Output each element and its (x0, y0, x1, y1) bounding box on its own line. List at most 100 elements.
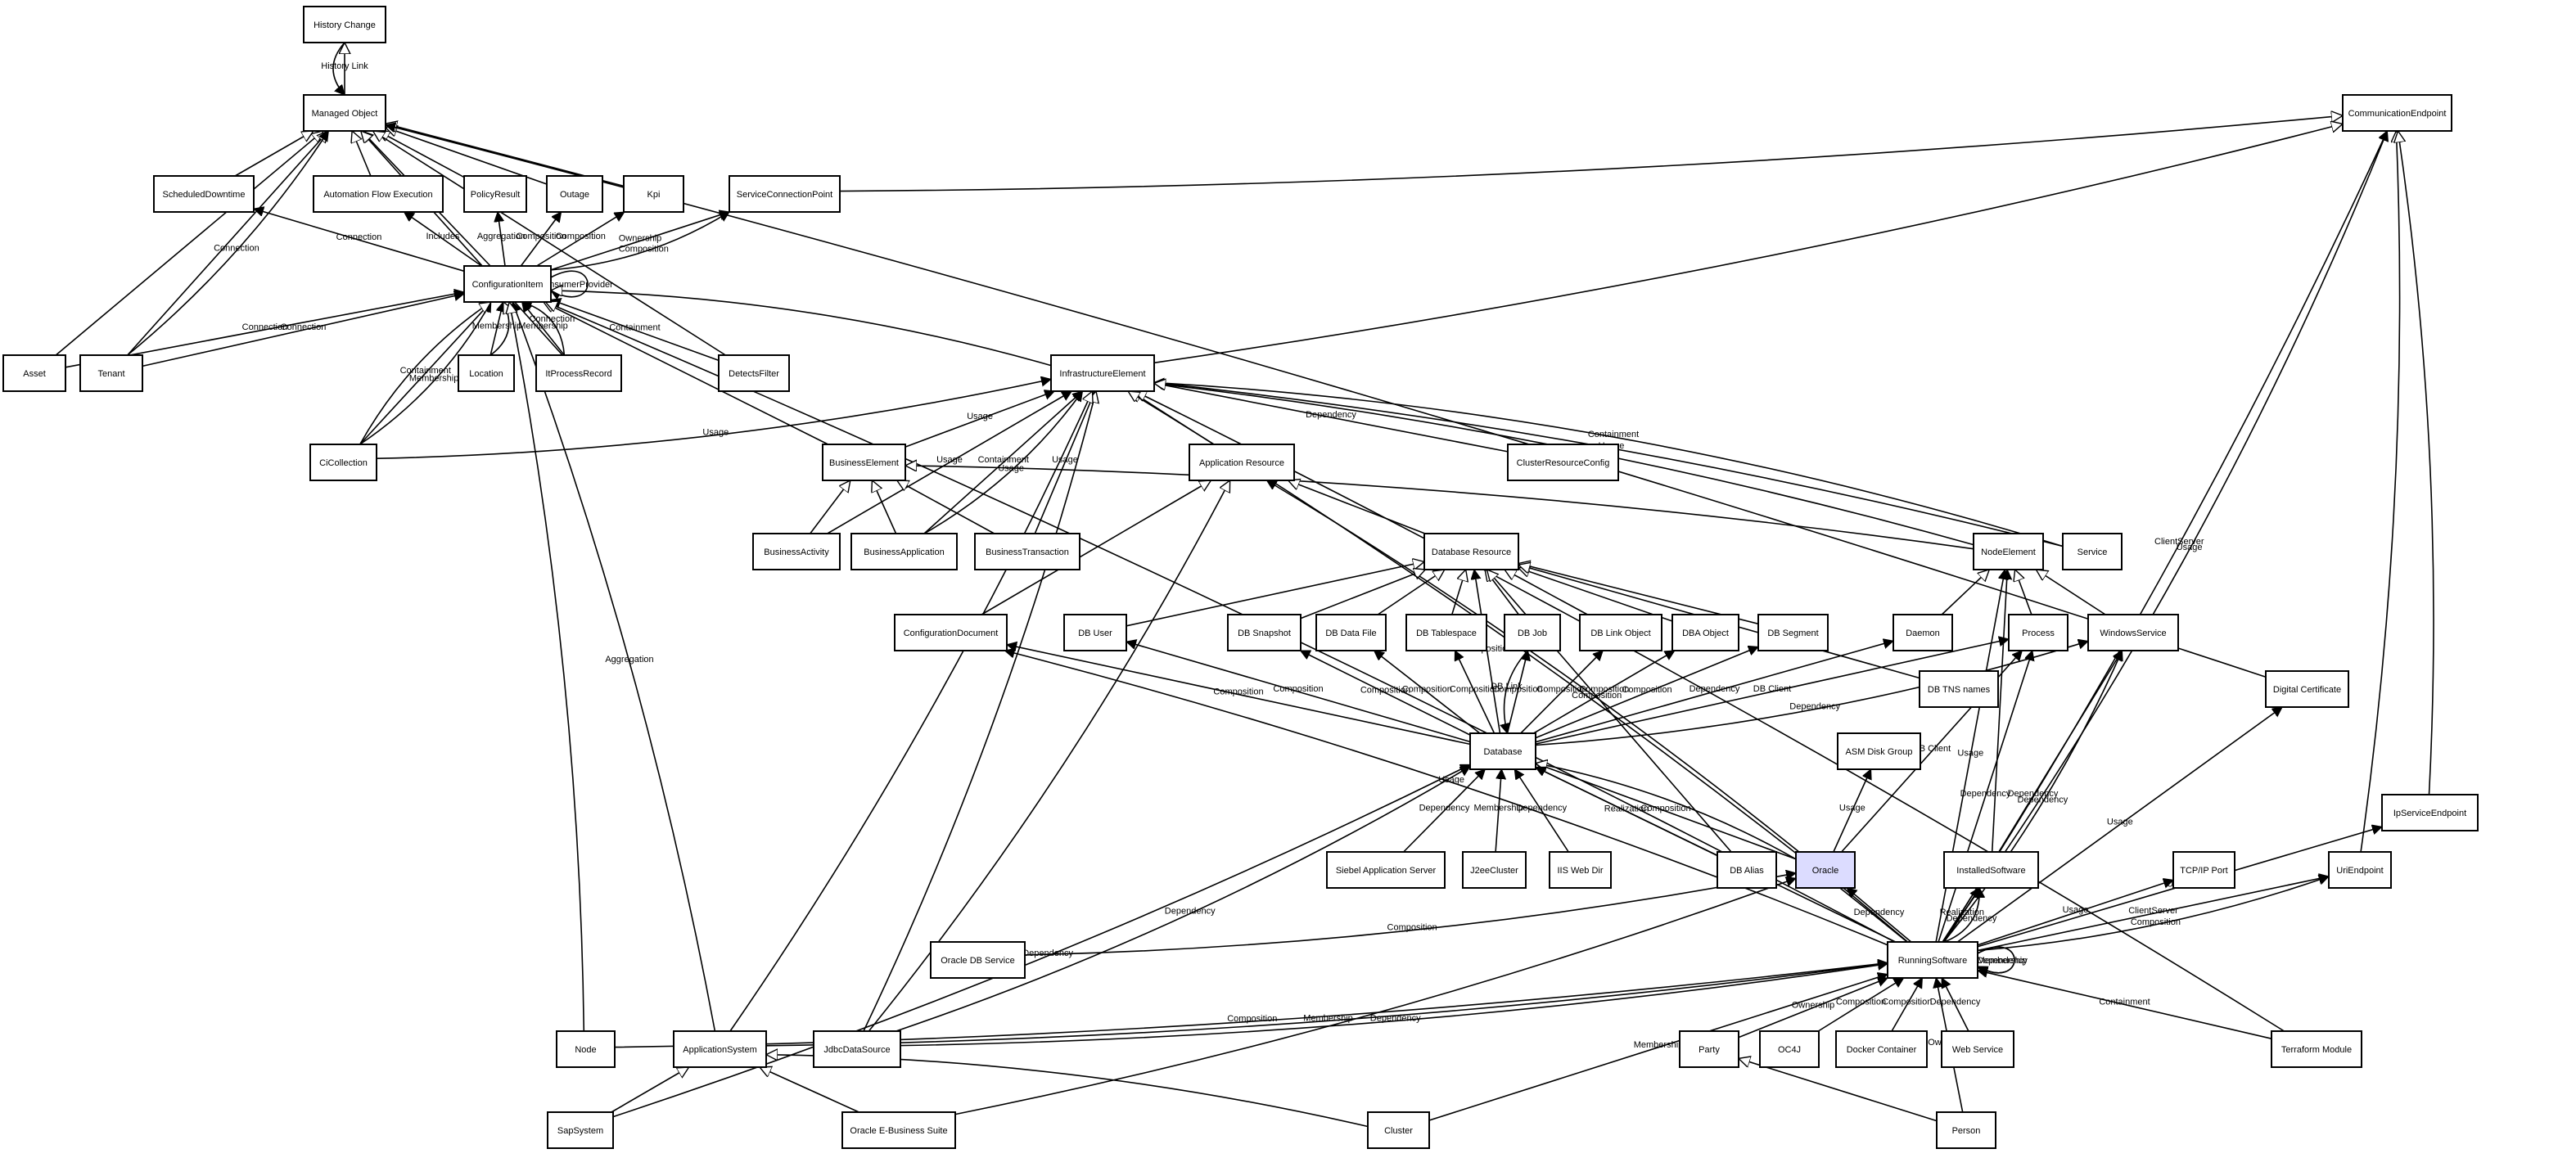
node-it-process-record[interactable]: ItProcessRecord (535, 354, 622, 392)
node-tcpip-port[interactable]: TCP/IP Port (2172, 851, 2235, 889)
node-db-alias[interactable]: DB Alias (1717, 851, 1777, 889)
node-cluster-resource-config[interactable]: ClusterResourceConfig (1507, 444, 1619, 481)
node-siebel-application-server[interactable]: Siebel Application Server (1326, 851, 1446, 889)
node-oc4j[interactable]: OC4J (1759, 1030, 1820, 1068)
edge-windows-service-to-node-element (2036, 570, 2106, 615)
node-label: DB User (1078, 629, 1112, 638)
edge-running-software-to-uri-endpoint (1977, 876, 2329, 952)
node-configuration-item[interactable]: ConfigurationItem (463, 265, 552, 303)
node-label: ClusterResourceConfig (1517, 458, 1610, 468)
node-oracle-db-service[interactable]: Oracle DB Service (930, 941, 1026, 979)
node-label: DB TNS names (1928, 685, 1991, 695)
node-db-tns-names[interactable]: DB TNS names (1919, 670, 1999, 708)
node-box (1063, 614, 1127, 651)
edge-configuration-item-to-outage (520, 212, 561, 267)
node-db-job[interactable]: DB Job (1504, 614, 1561, 651)
edge-label: DB Client (1913, 744, 1951, 754)
node-service[interactable]: Service (2062, 533, 2123, 570)
node-managed-object[interactable]: Managed Object (303, 94, 386, 132)
edge-label: Membership (472, 322, 522, 331)
node-box (153, 175, 255, 213)
node-kpi[interactable]: Kpi (623, 175, 684, 213)
node-daemon[interactable]: Daemon (1893, 614, 1953, 651)
node-docker-container[interactable]: Docker Container (1835, 1030, 1928, 1068)
node-terraform-module[interactable]: Terraform Module (2271, 1030, 2362, 1068)
node-windows-service[interactable]: WindowsService (2087, 614, 2179, 651)
node-db-segment[interactable]: DB Segment (1757, 614, 1829, 651)
node-iis-web-dir[interactable]: IIS Web Dir (1549, 851, 1612, 889)
edge-running-software-to-oracle (1847, 888, 1912, 943)
edge-label: Containment (2099, 998, 2150, 1007)
node-infrastructure-element[interactable]: InfrastructureElement (1050, 354, 1155, 392)
edge-node-to-configuration-item (509, 302, 585, 1032)
node-ci-collection[interactable]: CiCollection (309, 444, 377, 481)
node-history-change[interactable]: History Change (303, 6, 386, 43)
node-db-data-file[interactable]: DB Data File (1315, 614, 1387, 651)
node-detects-filter[interactable]: DetectsFilter (718, 354, 790, 392)
node-application-resource[interactable]: Application Resource (1189, 444, 1295, 481)
node-location[interactable]: Location (458, 354, 515, 392)
node-web-service[interactable]: Web Service (1941, 1030, 2014, 1068)
node-party[interactable]: Party (1679, 1030, 1739, 1068)
node-db-snapshot[interactable]: DB Snapshot (1227, 614, 1302, 651)
node-label: BusinessElement (829, 458, 899, 468)
node-db-user[interactable]: DB User (1063, 614, 1127, 651)
node-box (303, 94, 386, 132)
edge-siebel-application-server-to-database (1403, 769, 1486, 853)
edge-terraform-module-to-running-software (1978, 971, 2272, 1039)
node-installed-software[interactable]: InstalledSoftware (1943, 851, 2039, 889)
node-application-system[interactable]: ApplicationSystem (673, 1030, 767, 1068)
node-running-software[interactable]: RunningSoftware (1887, 941, 1978, 979)
node-policy-result[interactable]: PolicyResult (463, 175, 527, 213)
node-uri-endpoint[interactable]: UriEndpoint (2328, 851, 2392, 889)
edge-service-connection-point-to-communication-endpoint (839, 115, 2343, 192)
edge-label: Composition (1572, 691, 1622, 701)
node-database-resource[interactable]: Database Resource (1423, 533, 1519, 570)
node-j2ee-cluster[interactable]: J2eeCluster (1462, 851, 1527, 889)
node-dba-object[interactable]: DBA Object (1671, 614, 1739, 651)
node-asm-disk-group[interactable]: ASM Disk Group (1837, 732, 1921, 770)
edge-ci-collection-to-configuration-item (359, 302, 491, 445)
edge-running-software-to-process (1938, 651, 2032, 943)
node-business-activity[interactable]: BusinessActivity (752, 533, 841, 570)
edge-ci-collection-to-infrastructure-element (376, 379, 1051, 459)
node-business-element[interactable]: BusinessElement (822, 444, 906, 481)
node-label: InfrastructureElement (1059, 369, 1145, 379)
node-node-element[interactable]: NodeElement (1973, 533, 2044, 570)
node-oracle[interactable]: Oracle (1795, 851, 1856, 889)
node-label: DB Data File (1325, 629, 1376, 638)
node-business-transaction[interactable]: BusinessTransaction (974, 533, 1080, 570)
node-service-connection-point[interactable]: ServiceConnectionPoint (729, 175, 841, 213)
node-process[interactable]: Process (2008, 614, 2068, 651)
edge-oracle-e-business-suite-to-oracle (954, 878, 1796, 1115)
node-node[interactable]: Node (556, 1030, 616, 1068)
node-db-tablespace[interactable]: DB Tablespace (1405, 614, 1487, 651)
node-business-application[interactable]: BusinessApplication (850, 533, 958, 570)
node-cluster[interactable]: Cluster (1367, 1111, 1430, 1149)
edge-label: Containment (978, 455, 1029, 465)
node-database[interactable]: Database (1469, 732, 1536, 770)
node-label: Node (575, 1045, 596, 1055)
node-db-link-object[interactable]: DB Link Object (1579, 614, 1662, 651)
edge-db-alias-to-database-resource (1487, 570, 1732, 853)
node-automation-flow-execution[interactable]: Automation Flow Execution (313, 175, 444, 213)
node-ip-service-endpoint[interactable]: IpServiceEndpoint (2381, 794, 2479, 831)
node-communication-endpoint[interactable]: CommunicationEndpoint (2342, 94, 2452, 132)
node-asset[interactable]: Asset (2, 354, 66, 392)
node-oracle-e-business-suite[interactable]: Oracle E-Business Suite (841, 1111, 956, 1149)
edge-database-to-db-link-object (1520, 651, 1603, 734)
node-jdbc-data-source[interactable]: JdbcDataSource (813, 1030, 901, 1068)
node-box (1936, 1111, 1996, 1149)
node-tenant[interactable]: Tenant (79, 354, 143, 392)
node-box (822, 444, 906, 481)
node-sap-system[interactable]: SapSystem (547, 1111, 614, 1149)
node-person[interactable]: Person (1936, 1111, 1996, 1149)
node-outage[interactable]: Outage (546, 175, 603, 213)
node-scheduled-downtime[interactable]: ScheduledDowntime (153, 175, 255, 213)
edge-daemon-to-node-element (1941, 570, 1989, 615)
node-box (1315, 614, 1387, 651)
node-digital-certificate[interactable]: Digital Certificate (2265, 670, 2349, 708)
node-configuration-document[interactable]: ConfigurationDocument (894, 614, 1008, 651)
